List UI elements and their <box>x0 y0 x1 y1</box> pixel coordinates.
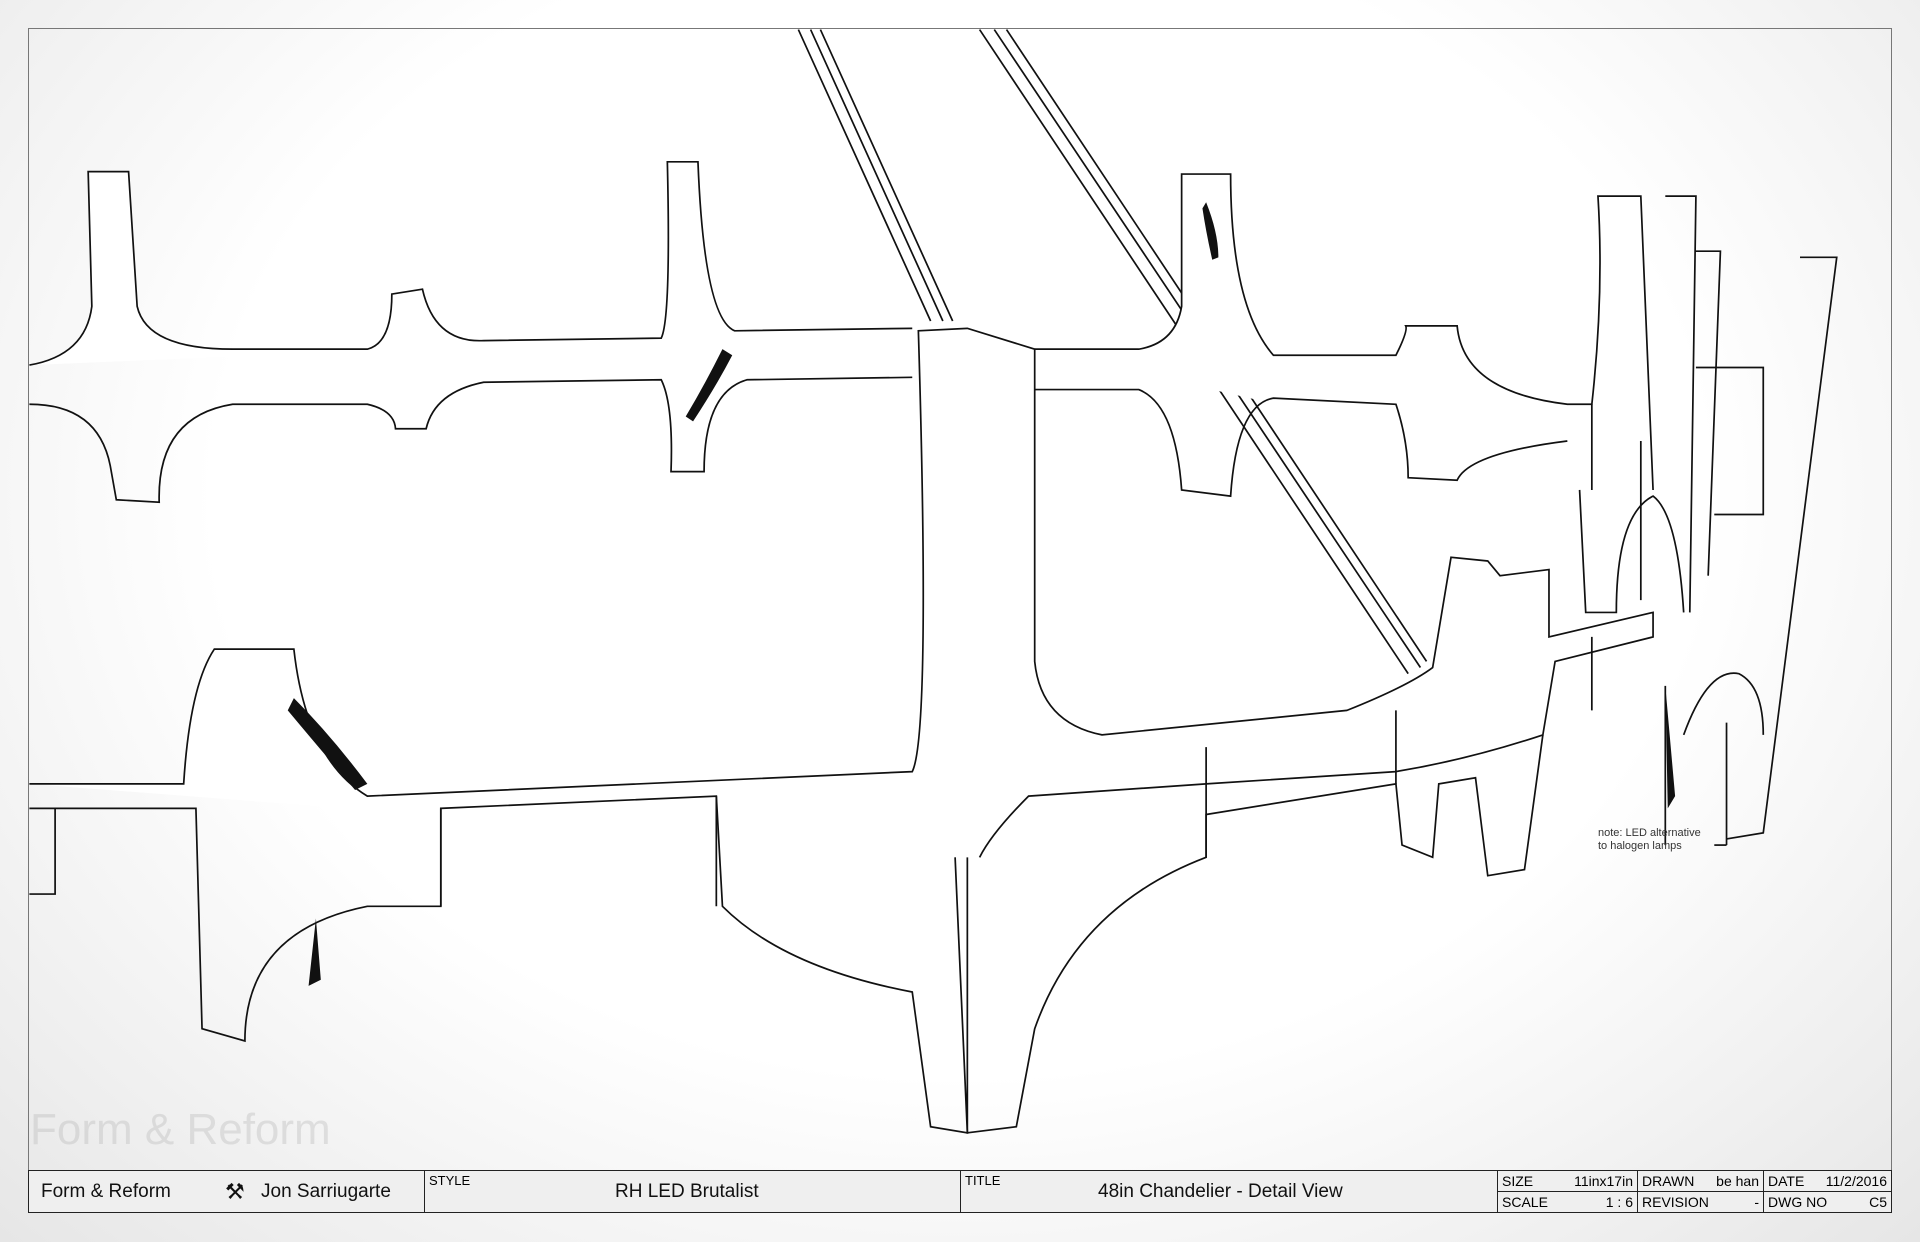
date-label: DATE <box>1768 1173 1805 1189</box>
title-block: TITLE 48in Chandelier - Detail View <box>960 1170 1498 1213</box>
company-name: Form & Reform <box>41 1181 171 1202</box>
watermark: Form & Reform <box>30 1108 331 1152</box>
title-label: TITLE <box>965 1173 1001 1188</box>
dwg-value: C5 <box>1869 1194 1887 1210</box>
upper-ring <box>29 160 1838 840</box>
lower-ring <box>29 327 1765 1134</box>
size-label: SIZE <box>1502 1173 1534 1189</box>
date-value: 11/2/2016 <box>1825 1173 1887 1189</box>
style-label: STYLE <box>429 1173 471 1188</box>
note-leader <box>1714 722 1728 846</box>
chain-left <box>797 29 954 322</box>
drawn-label: DRAWN <box>1642 1173 1695 1189</box>
date-dwg-block: DATE 11/2/2016 DWG NO C5 <box>1763 1170 1892 1213</box>
size-value: 11inx17in <box>1574 1173 1633 1189</box>
designer-name: Jon Sarriugarte <box>261 1181 391 1202</box>
note-line-2: to halogen lamps <box>1598 840 1682 852</box>
scale-value: 1 : 6 <box>1605 1194 1633 1210</box>
style-value: RH LED Brutalist <box>615 1181 759 1202</box>
dwg-label: DWG NO <box>1768 1194 1828 1210</box>
anvil-icon: ⚒ <box>225 1179 245 1204</box>
note-line-1: note: LED alternative <box>1598 827 1701 839</box>
drawn-revision-block: DRAWN be han REVISION - <box>1637 1170 1764 1213</box>
note-annotation: note: LED alternative to halogen lamps <box>1598 827 1701 853</box>
scale-label: SCALE <box>1502 1194 1548 1210</box>
drawn-value: be han <box>1716 1173 1759 1189</box>
title-value: 48in Chandelier - Detail View <box>1098 1181 1343 1202</box>
size-scale-block: SIZE 11inx17in SCALE 1 : 6 <box>1497 1170 1638 1213</box>
revision-label: REVISION <box>1642 1194 1709 1210</box>
designer-block: Form & Reform ⚒ Jon Sarriugarte <box>28 1170 425 1213</box>
revision-value: - <box>1754 1194 1759 1210</box>
watermark-line-1: Form & Reform <box>30 1105 331 1154</box>
style-block: STYLE RH LED Brutalist <box>424 1170 961 1213</box>
